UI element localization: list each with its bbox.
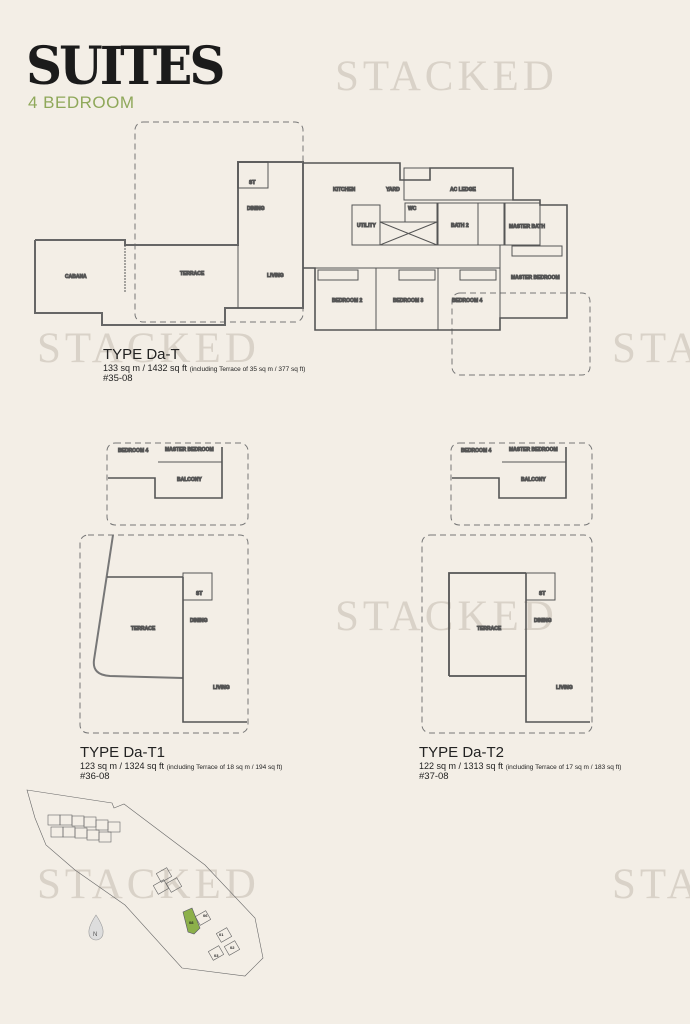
plan-area: 122 sq m / 1313 sq ft — [419, 761, 504, 771]
block-label: 03 — [214, 953, 219, 958]
block-label: 08 — [189, 920, 194, 925]
watermark: STACKED — [37, 325, 260, 372]
room-label-st: ST — [196, 591, 202, 597]
room-label-dining: DINING — [247, 206, 265, 212]
room-label-st: ST — [539, 591, 545, 597]
room-label-balcony: BALCONY — [177, 477, 202, 483]
room-label-bath2: BATH 2 — [451, 223, 469, 229]
room-label-master-bedroom: MASTER BEDROOM — [165, 447, 214, 453]
plan-area: 133 sq m / 1432 sq ft — [103, 363, 188, 373]
page-subtitle: 4 BEDROOM — [28, 93, 135, 112]
room-label-st: ST — [249, 180, 255, 186]
balcony-outline — [451, 292, 591, 376]
site-map: 08 06 01 02 03 N — [26, 789, 264, 977]
room-label-bedroom3: BEDROOM 3 — [393, 298, 424, 304]
ac-ledge-room — [403, 167, 514, 201]
room-label-dining: DINING — [534, 618, 552, 624]
block-label: 01 — [219, 932, 224, 937]
room-label-living: LIVING — [213, 685, 230, 691]
room-label-terrace: TERRACE — [477, 626, 502, 632]
room-label-bedroom4: BEDROOM 4 — [461, 448, 492, 454]
room-label-living: LIVING — [267, 273, 284, 279]
room-label-yard: YARD — [386, 187, 400, 193]
page-title: SUITES — [26, 34, 226, 97]
room-label-ac-ledge: AC LEDGE — [450, 187, 477, 193]
site-blocks-south — [152, 867, 241, 961]
terrace-outline — [134, 121, 304, 323]
room-label-wc: WC — [408, 206, 417, 212]
plan-info-da-t2: TYPE Da-T2 122 sq m / 1313 sq ft (includ… — [419, 744, 621, 782]
watermark: STACKED — [335, 53, 558, 100]
plan-note: (including Terrace of 35 sq m / 377 sq f… — [189, 366, 306, 373]
watermark: STACKED — [335, 593, 558, 640]
room-label-utility: UTILITY — [357, 223, 377, 229]
plan-unit: #35-08 — [103, 373, 133, 384]
room-label-master-bedroom: MASTER BEDROOM — [511, 275, 560, 281]
plan-type: TYPE Da-T1 — [80, 744, 166, 761]
room-label-kitchen: KITCHEN — [333, 187, 356, 193]
room-label-bedroom2: BEDROOM 2 — [332, 298, 363, 304]
plan-unit: #36-08 — [80, 771, 110, 782]
plan-note: (including Terrace of 17 sq m / 183 sq f… — [505, 764, 622, 771]
outer-wall — [34, 161, 304, 326]
block-label: 02 — [230, 945, 235, 950]
room-label-master-bath: MASTER BATH — [509, 224, 545, 230]
watermark: STACKED — [612, 861, 690, 908]
room-label-bedroom4: BEDROOM 4 — [452, 298, 483, 304]
room-label-terrace: TERRACE — [131, 626, 156, 632]
block-label: 06 — [203, 913, 208, 918]
room-label-balcony: BALCONY — [521, 477, 546, 483]
room-label-master-bedroom: MASTER BEDROOM — [509, 447, 558, 453]
st-room — [237, 161, 269, 189]
floor-plan-da-t2: BEDROOM 4 MASTER BEDROOM BALCONY TERRACE… — [421, 442, 593, 734]
floor-plan-da-t: CABANA TERRACE DINING LIVING ST KITCHEN … — [34, 121, 591, 376]
plan-info-da-t1: TYPE Da-T1 123 sq m / 1324 sq ft (includ… — [80, 744, 282, 782]
room-label-bedroom4: BEDROOM 4 — [118, 448, 149, 454]
site-blocks-north — [47, 814, 121, 843]
room-label-cabana: CABANA — [65, 274, 87, 280]
plan-type: TYPE Da-T2 — [419, 744, 505, 761]
room-label-living: LIVING — [556, 685, 573, 691]
plan-note: (including Terrace of 18 sq m / 194 sq f… — [166, 764, 283, 771]
room-label-terrace: TERRACE — [180, 271, 205, 277]
plan-info-da-t: TYPE Da-T 133 sq m / 1432 sq ft (includi… — [103, 346, 305, 384]
plan-type: TYPE Da-T — [103, 346, 180, 363]
svg-text:N: N — [93, 932, 97, 938]
north-compass-icon: N — [88, 914, 104, 941]
plan-area: 123 sq m / 1324 sq ft — [80, 761, 165, 771]
watermark: STACKED — [612, 325, 690, 372]
floor-plan-da-t1: BEDROOM 4 MASTER BEDROOM BALCONY TERRACE… — [79, 442, 249, 734]
plan-unit: #37-08 — [419, 771, 449, 782]
highlighted-block — [182, 907, 201, 935]
room-label-dining: DINING — [190, 618, 208, 624]
